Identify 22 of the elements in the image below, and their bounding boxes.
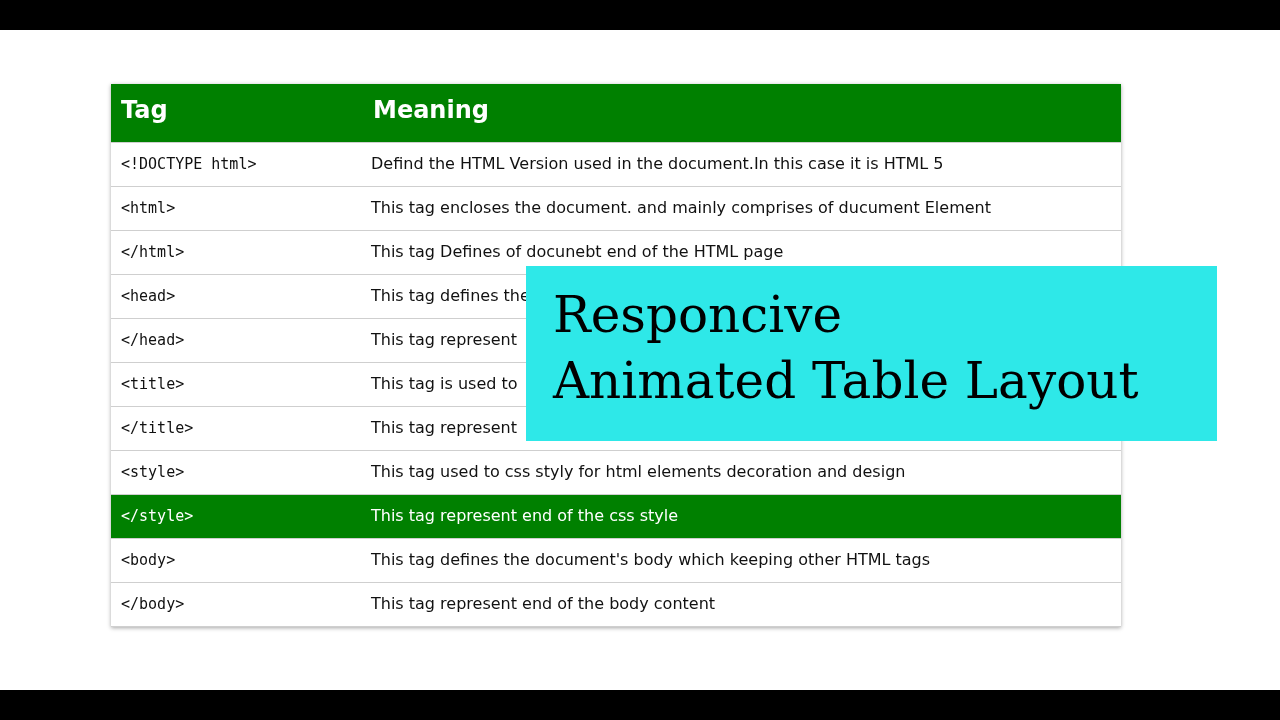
tag-description: This tag encloses the document. and mainly comprises of ducument Element	[371, 198, 991, 218]
tag-name: </head>	[121, 330, 185, 350]
tag-name: <body>	[121, 550, 176, 570]
tag-name: <title>	[121, 374, 185, 394]
tag-name: </style>	[121, 506, 194, 526]
tag-name: </body>	[121, 594, 185, 614]
tag-name: <head>	[121, 286, 176, 306]
title-banner: Responcive Animated Table Layout	[526, 266, 1217, 441]
tag-description: This tag represent	[371, 418, 517, 438]
tag-description: Defind the HTML Version used in the document.In this case it is HTML 5	[371, 154, 944, 174]
tag-description: This tag used to css styly for html elements decoration and design	[371, 462, 906, 482]
tag-description: This tag Defines of docunebt end of the HTML page	[371, 242, 784, 262]
tag-name: </html>	[121, 242, 185, 262]
tag-description: This tag represent end of the body content	[371, 594, 716, 614]
tag-name: <!DOCTYPE html>	[121, 154, 257, 174]
tag-description: This tag defines the document's body which keeping other HTML tags	[371, 550, 931, 570]
tag-description: This tag is used to	[371, 374, 518, 394]
tag-description: This tag represent end of the css style	[371, 506, 679, 526]
tag-name: <style>	[121, 462, 185, 482]
tag-description: This tag represent	[371, 330, 517, 350]
tag-name: <html>	[121, 198, 176, 218]
tag-name: </title>	[121, 418, 194, 438]
